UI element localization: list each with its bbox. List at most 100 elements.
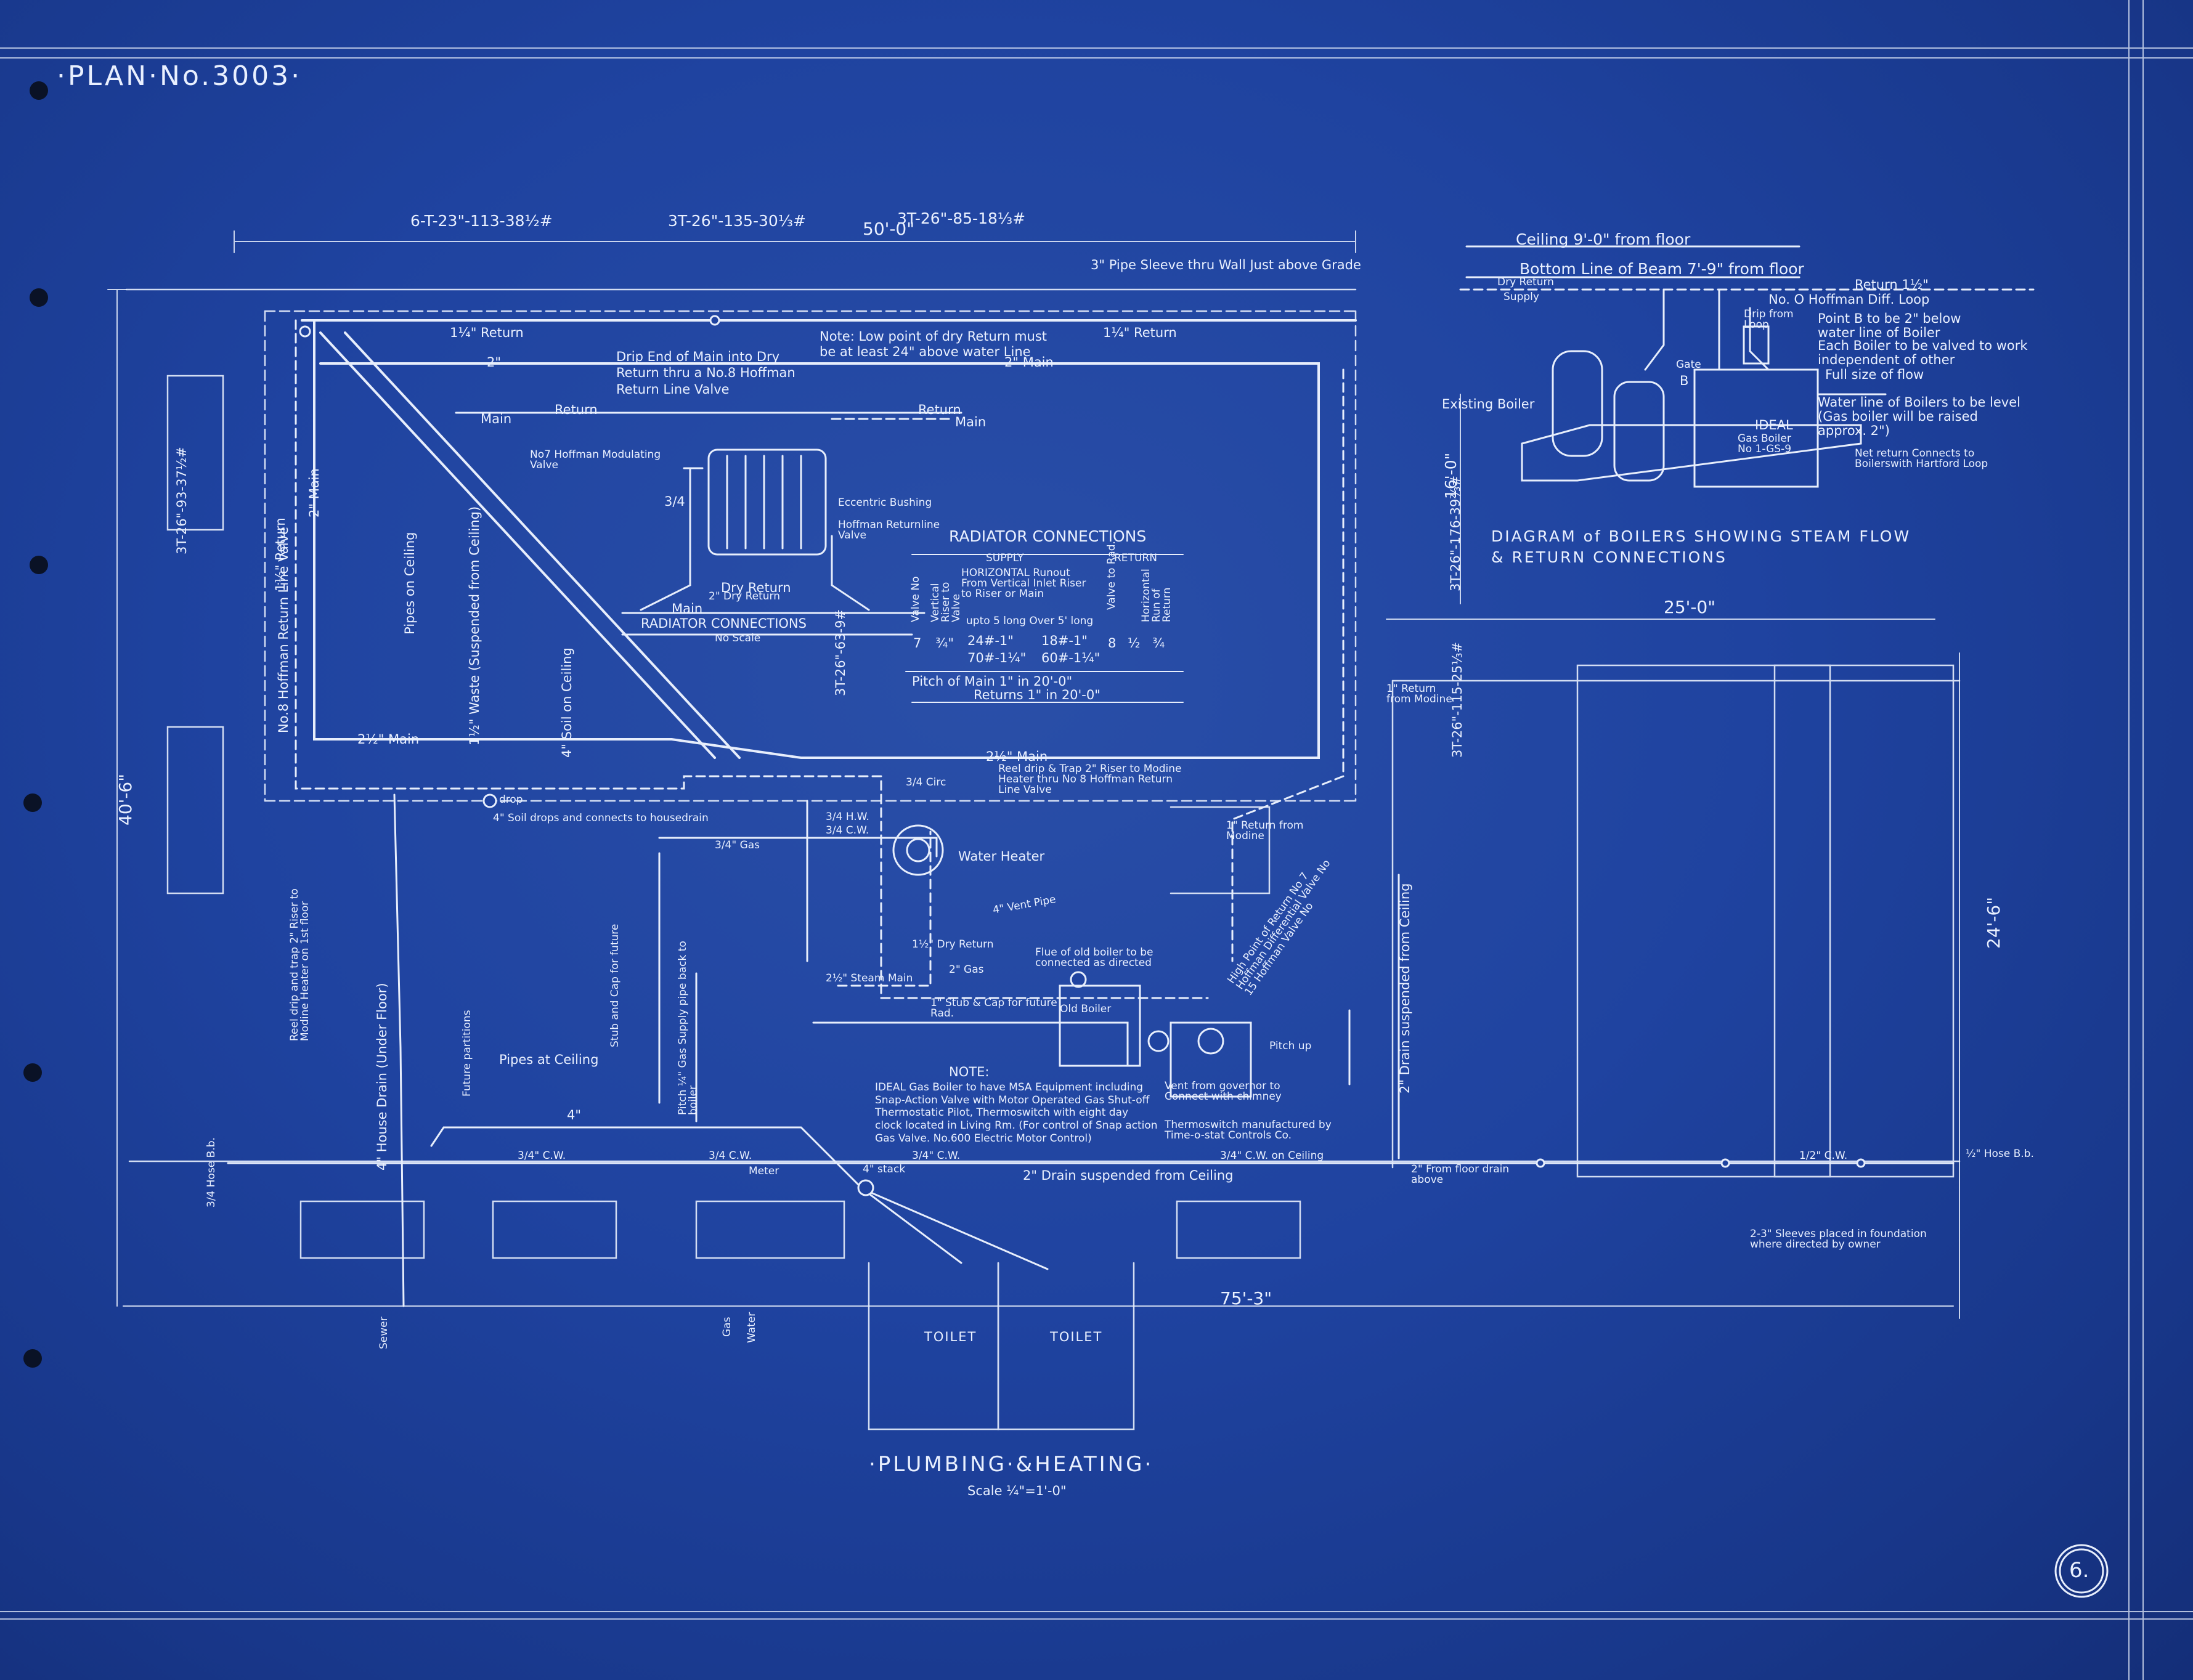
pipe-label: 3/4 Hose B.b.: [205, 1137, 218, 1207]
table-cell: ½: [1128, 636, 1141, 651]
boiler-flow-diagram: [1459, 245, 2035, 488]
drawing-scale: Scale ¼"=1'-0": [967, 1483, 1067, 1498]
pipe-label: 2" Gas: [949, 964, 984, 976]
pipe-label: Pitch ¼" Gas Supply pipe back to boiler: [677, 941, 699, 1115]
pipe-label: 2": [487, 355, 502, 370]
return-valve-label: Hoffman Returnline Valve: [838, 519, 940, 542]
pipe-label: Future partitions: [461, 1010, 473, 1097]
radiator-label: 3T-26"-176-39⅔#: [1448, 475, 1463, 591]
steam-main: [301, 319, 1357, 759]
dimension-bottom-width: 75'-3": [1220, 1288, 1272, 1309]
sheet-number-ring: [2054, 1544, 2109, 1598]
boiler-valved: Each Boiler to be valved to work indepen…: [1818, 338, 2028, 368]
dimension-lines: [107, 230, 1960, 1319]
punch-hole: [23, 1063, 42, 1082]
pipe-label: 3/4" C.W. on Ceiling: [1220, 1150, 1324, 1162]
radiator-label: 3T-26"-135-30⅓#: [668, 212, 806, 230]
sheet-number: 6.: [2069, 1558, 2089, 1583]
pipe-label: Stub and Cap for future: [609, 923, 621, 1047]
dimension-left-height: 40'-6": [115, 773, 136, 826]
punch-hole: [30, 288, 48, 307]
pipe-label: Gas: [721, 1317, 733, 1337]
water-heater: [892, 824, 944, 876]
table-cell: 70#-1¼": [967, 651, 1027, 665]
pipe-label: 2" Drain suspended from Ceiling: [1398, 883, 1412, 1094]
pipe-label: Pipes at Ceiling: [499, 1052, 599, 1067]
boiler-point-b: Point B to be 2" below water line of Boi…: [1818, 311, 1961, 341]
pipe-label: 3/4 C.W.: [826, 824, 869, 837]
radiator-detail-title: RADIATOR CONNECTIONS: [641, 616, 807, 631]
pipe-label: 3/4" C.W.: [912, 1150, 961, 1162]
pipe-label: Main: [955, 415, 987, 429]
supply-lines: [227, 793, 1955, 1307]
punch-hole: [30, 556, 48, 574]
table-cell: 24#-1": [967, 633, 1014, 648]
boiler-diagram-subtitle: & RETURN CONNECTIONS: [1491, 548, 1727, 566]
pipe-label: 3/4" C.W.: [518, 1150, 566, 1162]
pipe-label: 3/4 C.W.: [709, 1150, 752, 1162]
boiler-note: IDEAL Gas Boiler to have MSA Equipment i…: [875, 1081, 1158, 1145]
pipe-label: Thermoswitch manufactured by Time-o-stat…: [1165, 1119, 1332, 1142]
pipe-label: 2" Drain suspended from Ceiling: [1023, 1168, 1234, 1183]
return-header: RETURN: [1114, 552, 1157, 564]
table-cell: 7: [913, 636, 922, 651]
drip-note: Drip End of Main into Dry Return thru a …: [616, 349, 795, 397]
pipe-label: 2½" Steam Main: [826, 972, 913, 984]
pipe-label: Return: [918, 402, 961, 417]
dimension-right-width: 25'-0": [1664, 597, 1716, 617]
pipe-label: Pitch up: [1269, 1040, 1312, 1052]
toilet-label: TOILET: [924, 1329, 977, 1344]
punch-hole: [30, 81, 48, 100]
valve-to-header: Valve to Rad.: [1105, 541, 1118, 610]
table-cell: ¾: [1152, 636, 1165, 651]
boiler-beam: Bottom Line of Beam 7'-9" from floor: [1520, 260, 1804, 278]
pipe-label: 4": [567, 1108, 582, 1122]
boiler-dry-return: Dry Return: [1497, 276, 1554, 288]
pipe-label: Water: [746, 1312, 758, 1343]
punch-hole: [23, 1349, 42, 1368]
radiator-label: 3T-26"-63-9#: [833, 609, 848, 696]
radiator-pipe-size: 3/4: [664, 494, 685, 509]
riser-markers: [299, 315, 1866, 1196]
boiler-ceiling: Ceiling 9'-0" from floor: [1516, 230, 1691, 248]
pipe-label: Flue of old boiler to be connected as di…: [1035, 946, 1153, 969]
pipe-label: Vent from governor to Connect with chimn…: [1165, 1080, 1282, 1103]
pipe-label: 2½" Main: [357, 732, 420, 747]
pipe-label: 4" Soil drops and connects to housedrain: [493, 812, 709, 824]
boiler-return-size: Return 1½": [1855, 277, 1929, 292]
boiler-note-title: NOTE:: [949, 1065, 990, 1079]
drawing-title: ·PLUMBING·&HEATING·: [869, 1452, 1154, 1477]
pipe-label: 1" Stub & Cap for future Rad.: [930, 997, 1057, 1020]
pipe-label: 2" Main: [307, 468, 322, 517]
pipe-label: Reel drip and trap 2" Riser to Modine He…: [288, 888, 311, 1041]
toilet-label: TOILET: [1050, 1329, 1103, 1344]
dimension-right-height: 24'-6": [1983, 896, 2004, 949]
radiator-label: 3T-26"-85-18⅓#: [897, 209, 1026, 227]
table-cell: 18#-1": [1041, 633, 1088, 648]
valve-no-header: Valve No: [909, 576, 922, 623]
plan-number: ·PLAN·No.3003·: [57, 60, 303, 92]
foundation-walls: [125, 288, 1961, 1430]
pipe-label: Old Boiler: [1060, 1003, 1112, 1015]
pipe-label: Water Heater: [958, 849, 1045, 864]
radiator-table-title: RADIATOR CONNECTIONS: [949, 527, 1147, 545]
boiler-water-line: Water line of Boilers to be level (Gas b…: [1818, 395, 2020, 439]
horizontal-return-header: Horizontal Run of Return: [1140, 569, 1173, 622]
pipe-label: 3/4 Circ: [906, 776, 946, 789]
pipe-label: 1" Return from Modine: [1226, 819, 1304, 842]
pipe-label: 1½" Waste (Suspended from Ceiling): [467, 506, 482, 745]
low-point-note: Note: Low point of dry Return must be at…: [820, 329, 1048, 360]
boiler-loop: No. O Hoffman Diff. Loop: [1768, 292, 1930, 307]
vertical-header: Vertical Riser to Valve: [929, 582, 962, 622]
punch-hole: [23, 793, 42, 812]
boiler-supply: Supply: [1503, 291, 1539, 303]
pipe-label: 1¼" Return: [450, 325, 524, 340]
pitch-main: Pitch of Main 1" in 20'-0": [912, 674, 1073, 689]
pipe-label: Return: [555, 402, 598, 417]
radiator-detail-drawing: [455, 412, 962, 636]
sleeve-note: 3" Pipe Sleeve thru Wall Just above Grad…: [1091, 258, 1361, 272]
radiator-valve-label: No7 Hoffman Modulating Valve: [530, 448, 661, 471]
boilers: [1059, 984, 1252, 1098]
table-cell: 8: [1108, 636, 1117, 651]
